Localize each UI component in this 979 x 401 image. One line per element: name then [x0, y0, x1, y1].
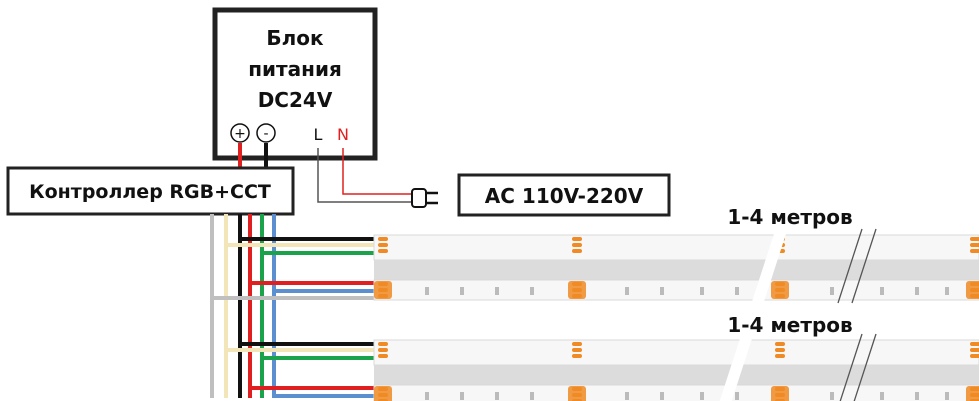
l-terminal-label: L — [314, 125, 323, 144]
mains-box — [457, 173, 671, 217]
mains-label: AC 110V-220V — [485, 184, 644, 208]
solder-pad — [970, 348, 979, 352]
cut-pad — [966, 281, 979, 299]
strip-band-top — [373, 339, 979, 366]
solder-pad — [572, 342, 582, 346]
minus-terminal-label: - — [263, 126, 268, 142]
plus-terminal-label: + — [234, 126, 246, 142]
ac-l-wire — [317, 148, 412, 203]
break-gap — [751, 233, 787, 303]
cut-pad — [568, 386, 586, 401]
cut-pad — [374, 281, 392, 299]
led-chip-mark — [830, 392, 834, 400]
plug-icon — [411, 188, 438, 208]
led-chip-mark — [530, 392, 534, 400]
led-chip-mark — [880, 392, 884, 400]
controller-label: Контроллер RGB+CCT — [29, 181, 271, 203]
led-chip-mark — [660, 287, 664, 295]
led-strip-1 — [373, 228, 979, 304]
solder-pad — [970, 354, 979, 358]
strip-middle-band — [374, 260, 979, 280]
break-mark — [851, 228, 877, 304]
solder-pad — [378, 237, 388, 241]
led-chip-mark — [460, 287, 464, 295]
minus-terminal-icon — [256, 123, 276, 143]
led-chip-mark — [700, 287, 704, 295]
led-strip-2 — [373, 333, 979, 401]
led-chip-mark — [880, 287, 884, 295]
led-chip-mark — [915, 392, 919, 400]
cut-pad — [771, 281, 789, 299]
controller-box — [6, 166, 295, 216]
solder-pad — [378, 243, 388, 247]
plus-terminal-icon — [230, 123, 250, 143]
led-chip-mark — [735, 392, 739, 400]
break-mark — [853, 333, 877, 401]
break-mark — [837, 228, 863, 304]
led-chip-mark — [945, 287, 949, 295]
strip-1-length-label: 1-4 метров — [727, 205, 852, 229]
strip-middle-band — [374, 365, 979, 385]
led-chip-mark — [495, 392, 499, 400]
led-chip-mark — [945, 392, 949, 400]
strip-2-length-label: 1-4 метров — [727, 313, 852, 337]
power-supply-line2: питания — [248, 57, 342, 81]
solder-pad — [378, 342, 388, 346]
strip-band-bottom — [373, 384, 979, 401]
led-chip-mark — [735, 287, 739, 295]
solder-pad — [572, 243, 582, 247]
solder-pad — [970, 249, 979, 253]
cut-pad — [568, 281, 586, 299]
solder-pad — [970, 342, 979, 346]
solder-pad — [572, 249, 582, 253]
led-chip-mark — [660, 392, 664, 400]
led-chip-mark — [495, 287, 499, 295]
led-chip-mark — [915, 287, 919, 295]
break-mark — [839, 333, 863, 401]
led-chip-mark — [700, 392, 704, 400]
strip-band-bottom — [373, 279, 979, 301]
solder-pad — [970, 237, 979, 241]
solder-pad — [775, 354, 785, 358]
solder-pad — [572, 237, 582, 241]
led-chip-mark — [425, 392, 429, 400]
solder-pad — [775, 348, 785, 352]
led-strips — [373, 228, 979, 401]
solder-pad — [378, 348, 388, 352]
ac-n-wire — [342, 148, 412, 195]
cut-pad — [374, 386, 392, 401]
controller-output-wires — [210, 214, 378, 398]
led-chip-mark — [625, 287, 629, 295]
solder-pad — [572, 348, 582, 352]
solder-pad — [775, 342, 785, 346]
solder-pad — [572, 354, 582, 358]
cut-pad — [966, 386, 979, 401]
led-chip-mark — [830, 287, 834, 295]
led-chip-mark — [425, 287, 429, 295]
solder-pad — [378, 249, 388, 253]
led-chip-mark — [460, 392, 464, 400]
power-supply-line3: DC24V — [258, 88, 333, 112]
cut-pad — [771, 386, 789, 401]
break-gap — [717, 338, 753, 401]
power-supply-line1: Блок — [266, 26, 324, 50]
n-terminal-label: N — [337, 125, 349, 144]
solder-pad — [970, 243, 979, 247]
solder-pad — [378, 354, 388, 358]
led-chip-mark — [625, 392, 629, 400]
led-chip-mark — [530, 287, 534, 295]
strip-band-top — [373, 234, 979, 261]
